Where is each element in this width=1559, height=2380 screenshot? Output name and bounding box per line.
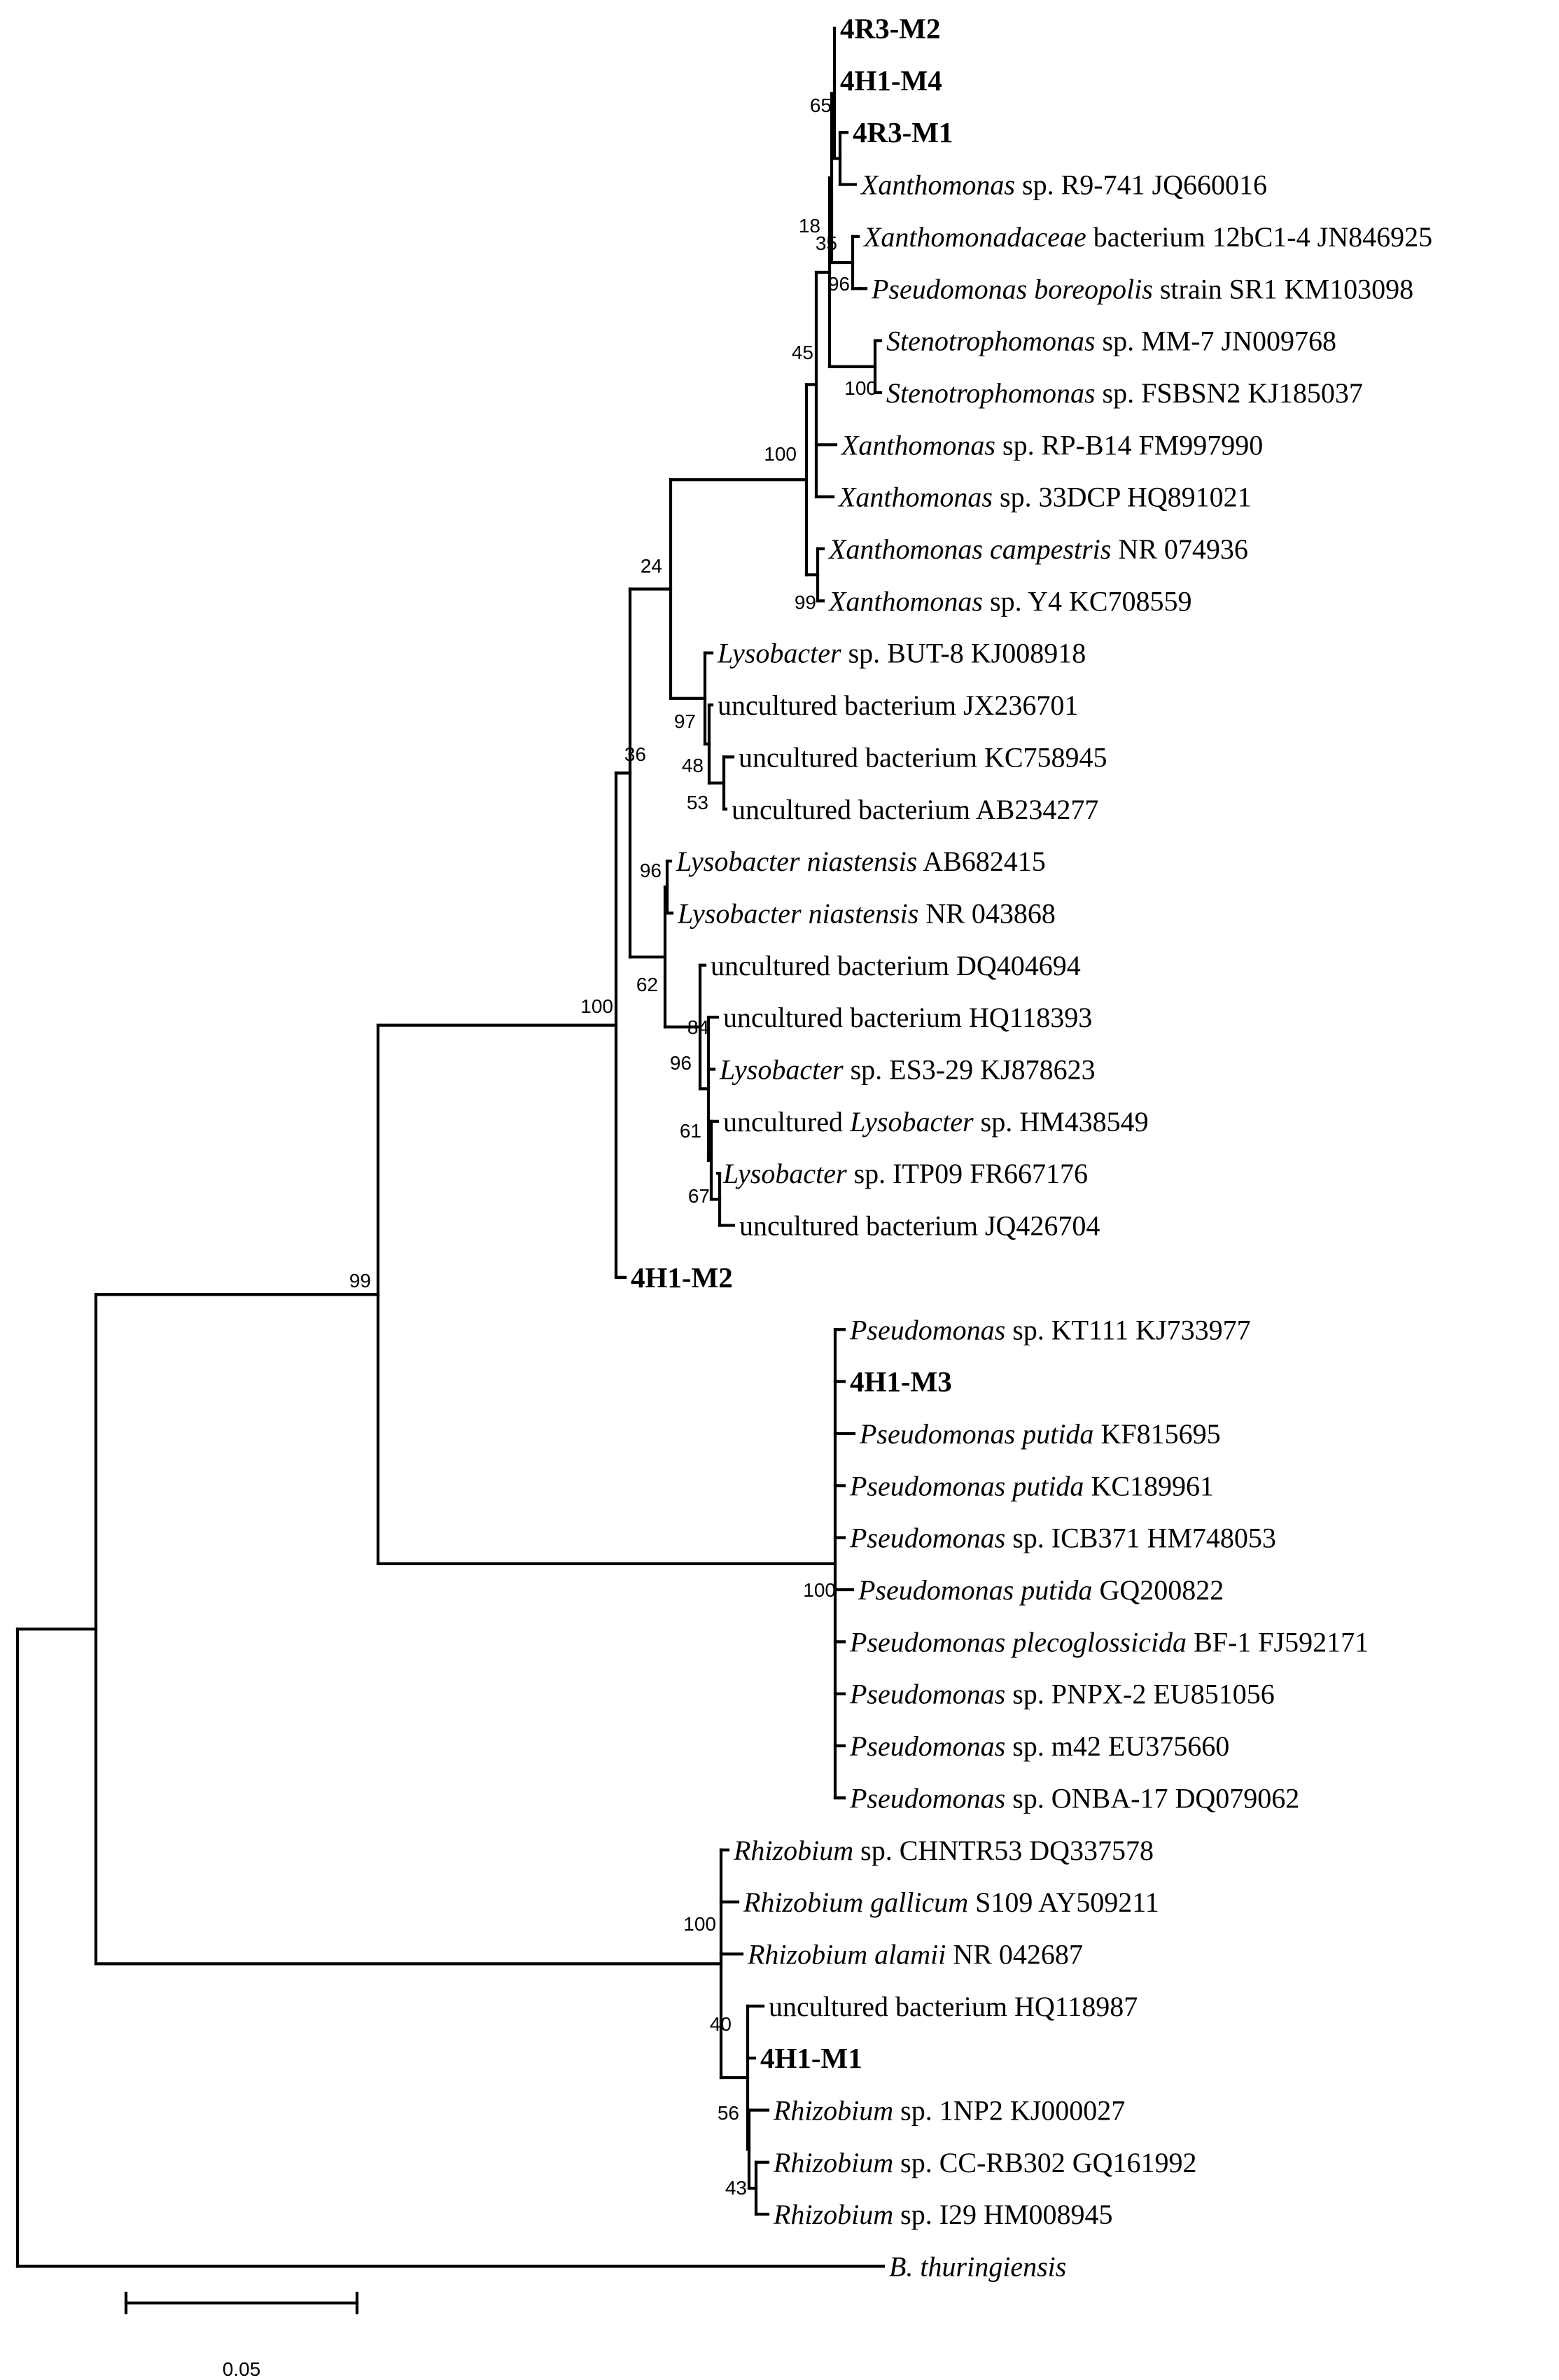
tree-branches: [15, 27, 886, 2268]
bootstrap-value-n35: 35: [816, 232, 837, 254]
leaf-label-L7: Stenotrophomonas sp. FSBSN2 KJ185037: [886, 377, 1363, 409]
bootstrap-value-n97: 97: [674, 710, 696, 732]
leaf-label-L28: Pseudomonas putida KC189961: [849, 1470, 1214, 1502]
leaf-label-L23: uncultured bacterium JQ426704: [739, 1210, 1100, 1242]
bootstrap-value-n36: 36: [624, 743, 646, 765]
leaf-label-L17: Lysobacter niastensis NR 043868: [677, 897, 1056, 929]
bootstrap-value-n43: 43: [725, 2177, 747, 2199]
leaf-label-L22: Lysobacter sp. ITP09 FR667176: [722, 1158, 1088, 1189]
bootstrap-value-n100b: 100: [764, 443, 797, 465]
leaf-label-L33: Pseudomonas sp. m42 EU375660: [849, 1730, 1229, 1762]
scale-bar-label: 0.05: [223, 2358, 261, 2380]
bootstrap-value-n99c: 99: [795, 592, 816, 613]
leaf-label-L9: Xanthomonas sp. 33DCP HQ891021: [837, 482, 1252, 513]
leaf-label-L20: Lysobacter sp. ES3-29 KJ878623: [719, 1054, 1096, 1086]
leaf-label-L29: Pseudomonas sp. ICB371 HM748053: [849, 1522, 1276, 1554]
leaf-label-L19: uncultured bacterium HQ118393: [723, 1002, 1092, 1033]
bootstrap-value-n56: 56: [718, 2102, 739, 2124]
bootstrap-value-n67: 67: [688, 1185, 710, 1207]
leaf-label-L0: 4R3-M2: [840, 13, 940, 45]
leaf-label-L38: uncultured bacterium HQ118987: [769, 1991, 1138, 2022]
leaf-label-L13: uncultured bacterium JX236701: [718, 690, 1078, 721]
bootstrap-value-n62: 62: [636, 974, 658, 995]
bootstrap-value-n65: 65: [810, 94, 832, 116]
leaf-label-L34: Pseudomonas sp. ONBA-17 DQ079062: [849, 1782, 1299, 1814]
leaf-label-L21: uncultured Lysobacter sp. HM438549: [723, 1106, 1149, 1138]
leaf-label-L30: Pseudomonas putida GQ200822: [858, 1574, 1224, 1606]
bootstrap-value-n61: 61: [680, 1120, 701, 1142]
leaf-label-L11: Xanthomonas sp. Y4 KC708559: [827, 585, 1192, 617]
leaf-label-L14: uncultured bacterium KC758945: [739, 741, 1107, 773]
leaf-label-L40: Rhizobium sp. 1NP2 KJ000027: [773, 2095, 1125, 2127]
leaf-label-L36: Rhizobium gallicum S109 AY509211: [743, 1886, 1159, 1918]
leaf-label-L24: 4H1-M2: [631, 1261, 733, 1294]
leaf-label-L42: Rhizobium sp. I29 HM008945: [773, 2199, 1112, 2230]
leaf-label-L35: Rhizobium sp. CHNTR53 DQ337578: [733, 1835, 1154, 1866]
leaf-label-L41: Rhizobium sp. CC-RB302 GQ161992: [773, 2147, 1197, 2178]
leaf-label-L10: Xanthomonas campestris NR 074936: [827, 533, 1248, 565]
leaf-label-L16: Lysobacter niastensis AB682415: [676, 846, 1046, 877]
bootstrap-value-n48: 48: [682, 755, 704, 776]
leaf-label-L8: Xanthomonas sp. RP-B14 FM997990: [840, 429, 1263, 461]
leaf-label-L3: Xanthomonas sp. R9-741 JQ660016: [860, 169, 1267, 201]
bootstrap-value-n18: 18: [799, 215, 820, 237]
leaf-label-L18: uncultured bacterium DQ404694: [711, 950, 1081, 981]
bootstrap-value-n96c: 96: [670, 1052, 692, 1074]
leaf-label-L2: 4R3-M1: [853, 116, 953, 148]
bootstrap-value-n84: 84: [687, 1016, 709, 1038]
bootstrap-value-n96b: 96: [640, 860, 662, 881]
leaf-label-L25: Pseudomonas sp. KT111 KJ733977: [849, 1314, 1251, 1345]
leaf-label-L26: 4H1-M3: [850, 1366, 952, 1398]
bootstrap-value-n100c: 100: [844, 377, 877, 399]
leaf-label-L27: Pseudomonas putida KF815695: [859, 1418, 1221, 1450]
bootstrap-value-n99: 99: [349, 1270, 371, 1292]
leaf-label-L4: Xanthomonadaceae bacterium 12bC1-4 JN846…: [862, 221, 1432, 253]
leaf-label-L37: Rhizobium alamii NR 042687: [747, 1938, 1083, 1970]
leaf-label-L6: Stenotrophomonas sp. MM-7 JN009768: [886, 326, 1336, 357]
leaf-label-L1: 4H1-M4: [840, 64, 942, 97]
leaf-label-L31: Pseudomonas plecoglossicida BF-1 FJ59217…: [849, 1626, 1369, 1658]
bootstrap-value-n45: 45: [792, 342, 813, 363]
bootstrap-value-n100r: 100: [683, 1913, 716, 1935]
leaf-label-L39: 4H1-M1: [760, 2042, 862, 2074]
bootstrap-value-n53: 53: [687, 792, 708, 813]
leaf-label-L12: Lysobacter sp. BUT-8 KJ008918: [717, 638, 1086, 669]
bootstrap-value-n100a: 100: [580, 995, 613, 1017]
leaf-label-L43: B. thuringiensis: [889, 2251, 1066, 2283]
bootstrap-value-n40: 40: [710, 2013, 732, 2035]
bootstrap-value-n96a: 96: [828, 273, 850, 295]
scale-bar: 0.05: [124, 2291, 359, 2380]
bootstrap-value-n24: 24: [641, 555, 662, 577]
leaf-label-L15: uncultured bacterium AB234277: [732, 794, 1098, 825]
leaf-label-L32: Pseudomonas sp. PNPX-2 EU851056: [849, 1679, 1275, 1710]
bootstrap-value-n100p: 100: [803, 1579, 836, 1601]
leaf-label-L5: Pseudomonas boreopolis strain SR1 KM1030…: [871, 273, 1413, 304]
